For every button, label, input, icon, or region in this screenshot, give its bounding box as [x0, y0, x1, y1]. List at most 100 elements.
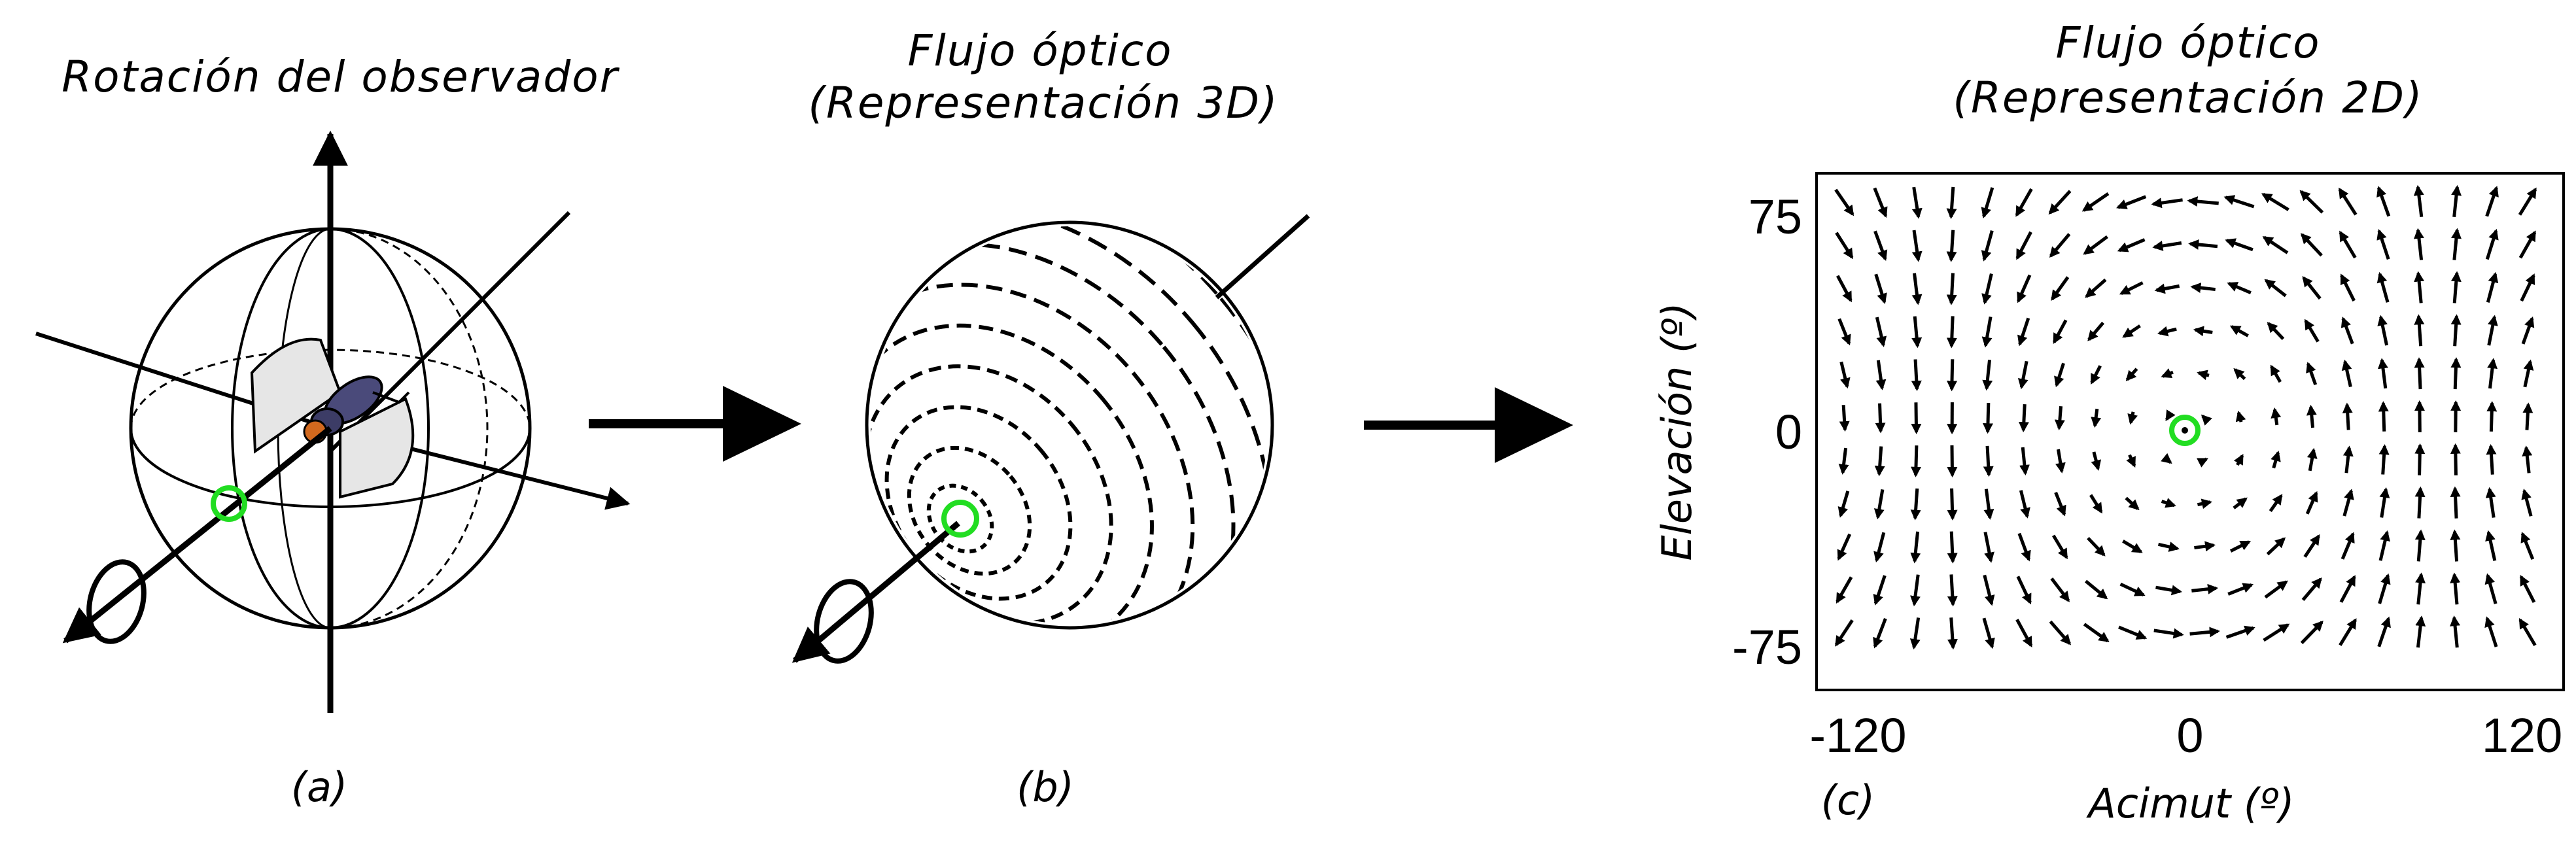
flow-vector: [2054, 406, 2065, 431]
plot-frame: [1815, 172, 2565, 691]
flow-vector: [2087, 321, 2105, 341]
flow-vector: [1911, 402, 1922, 434]
flow-vector: [1982, 402, 1993, 434]
flow-vector: [2342, 445, 2354, 473]
flow-vector: [2414, 357, 2425, 390]
flow-vector: [2165, 409, 2176, 421]
flow-vector: [2151, 198, 2183, 209]
flow-vector: [2227, 583, 2254, 596]
flow-vector: [1947, 617, 1958, 650]
meridian-front: [231, 228, 331, 629]
equator-front: [130, 428, 531, 508]
flow-vector: [2264, 279, 2287, 298]
flow-vector: [1983, 532, 1994, 563]
flow-vector: [1839, 361, 1851, 389]
flow-vector: [1911, 316, 1923, 349]
flow-vector: [1875, 360, 1887, 390]
flow-vector: [1875, 403, 1886, 434]
flow-vector: [2377, 616, 2391, 647]
flow-vector: [2484, 616, 2498, 647]
flow-vector: [1981, 316, 1993, 348]
flow-vector: [2233, 453, 2244, 466]
flow-vector: [2342, 402, 2353, 430]
flow-vector: [1947, 531, 1958, 564]
flow-vector: [2017, 532, 2031, 562]
flow-vector: [1873, 532, 1886, 562]
flow-vector: [2450, 357, 2462, 390]
flow-vector: [2520, 532, 2535, 560]
flow-vector: [2306, 447, 2318, 472]
flow-vector: [2414, 486, 2426, 519]
flow-vector: [1981, 187, 1994, 218]
flow-vector: [2015, 188, 2033, 217]
flow-vector: [2187, 196, 2219, 207]
flow-vector: [2341, 532, 2355, 560]
flow-vector: [2048, 190, 2072, 215]
flow-vector: [1874, 446, 1885, 477]
flow-vector: [2306, 362, 2318, 386]
flow-vector: [1836, 275, 1853, 303]
panel-a-label: (a): [291, 763, 347, 811]
flow-vector: [2017, 360, 2028, 390]
flow-vector: [2193, 326, 2213, 337]
flow-vector: [2118, 625, 2148, 640]
flow-vector: [2161, 453, 2172, 464]
panel-b: Flujo óptico (Representación 3D) (b): [792, 26, 1310, 811]
flow-vector: [2090, 365, 2102, 385]
flow-vector: [2271, 407, 2282, 426]
flow-vector: [2487, 315, 2498, 346]
flow-vector: [2522, 445, 2533, 473]
flow-vector: [2081, 192, 2110, 212]
meridian-back: [330, 228, 430, 629]
flow-vector: [1873, 489, 1885, 520]
y-tick-label: 0: [1775, 405, 1802, 459]
flow-vector: [2300, 233, 2323, 257]
rotation-loop-a: [86, 559, 147, 644]
flow-vector: [2487, 358, 2498, 389]
flow-vector: [2521, 489, 2533, 517]
sphere-b: [865, 220, 1274, 630]
flow-vector: [2054, 491, 2066, 517]
flow-vector: [2016, 576, 2032, 605]
flow-vector: [2127, 411, 2138, 425]
flow-vector: [1874, 273, 1887, 304]
flow-vector: [2091, 408, 2102, 428]
flow-vector: [1911, 273, 1923, 305]
flow-vector: [1910, 574, 1921, 607]
panel-b-title-line2: (Representación 3D): [808, 78, 1278, 128]
flow-vector: [2122, 324, 2141, 338]
x-tick-label: 120: [2482, 708, 2562, 763]
flow-vector: [2266, 537, 2286, 556]
flow-vector: [2051, 276, 2070, 301]
flow-vector: [2119, 281, 2144, 296]
fly-wing-upper: [250, 337, 342, 454]
flow-vector: [2262, 235, 2289, 254]
flow-vector: [2157, 542, 2180, 552]
panel-b-title-line1: Flujo óptico: [908, 26, 1173, 76]
flow-vector: [2233, 368, 2246, 381]
flow-vector: [1946, 186, 1957, 220]
flow-vector: [2341, 317, 2354, 345]
flow-vector: [2161, 498, 2176, 508]
flow-vector: [2050, 577, 2070, 602]
flow-vector: [2015, 619, 2033, 647]
flow-vector: [2376, 271, 2390, 303]
flow-vector: [2520, 273, 2535, 302]
flow-vector: [2235, 410, 2246, 422]
flow-vector: [2015, 231, 2032, 260]
flow-vector: [2376, 229, 2390, 260]
flow-vector: [1873, 230, 1888, 262]
flow-vector: [2084, 579, 2108, 600]
flow-vector: [2267, 322, 2285, 340]
flow-vector: [2414, 529, 2426, 562]
flow-vector: [1875, 317, 1887, 347]
flow-vector: [1873, 618, 1887, 649]
flow-vector: [2261, 192, 2289, 211]
flow-vector: [2304, 318, 2320, 343]
flow-vector: [2339, 618, 2357, 646]
flow-vector: [2378, 401, 2389, 432]
flow-vector: [1911, 230, 1923, 262]
back-axis-b: [1215, 214, 1310, 300]
flow-vector: [2414, 314, 2425, 347]
